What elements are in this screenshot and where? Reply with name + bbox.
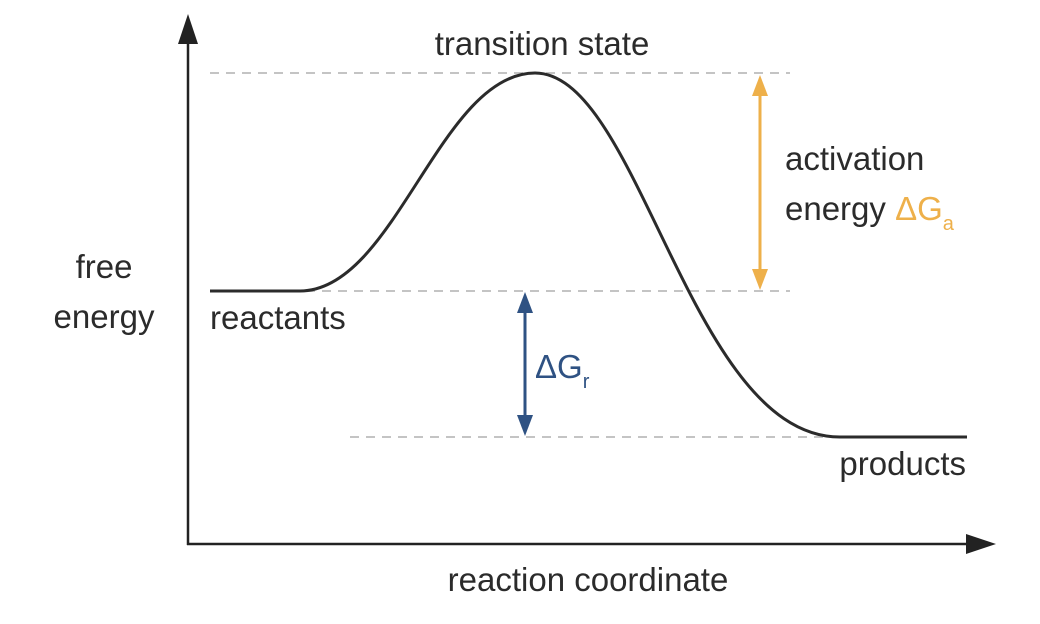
energy-curve xyxy=(210,71,967,439)
y-axis-label-line2: energy xyxy=(54,298,155,335)
activation-energy-arrow-up-head xyxy=(752,75,768,96)
transition-state-label: transition state xyxy=(435,25,650,62)
reaction-energy-subscript: r xyxy=(583,371,590,393)
activation-energy-symbol: ΔG xyxy=(895,190,943,227)
reactants-label: reactants xyxy=(210,299,346,336)
activation-energy-label-line2: energy ΔGa xyxy=(785,190,955,235)
y-axis-arrowhead xyxy=(178,14,198,44)
x-axis-label: reaction coordinate xyxy=(448,561,729,598)
activation-energy-word: energy xyxy=(785,190,895,227)
activation-energy-label-line1: activation xyxy=(785,140,924,177)
reaction-energy-symbol: ΔG xyxy=(535,348,583,385)
y-axis-label-line1: free xyxy=(76,248,133,285)
reaction-energy-label: ΔGr xyxy=(535,348,590,393)
activation-energy-subscript: a xyxy=(943,213,955,235)
x-axis-arrowhead xyxy=(966,534,996,554)
reaction-energy-arrow-down-head xyxy=(517,415,533,436)
reaction-energy-arrow-up-head xyxy=(517,292,533,313)
activation-energy-arrow-down-head xyxy=(752,269,768,290)
products-label: products xyxy=(839,445,966,482)
